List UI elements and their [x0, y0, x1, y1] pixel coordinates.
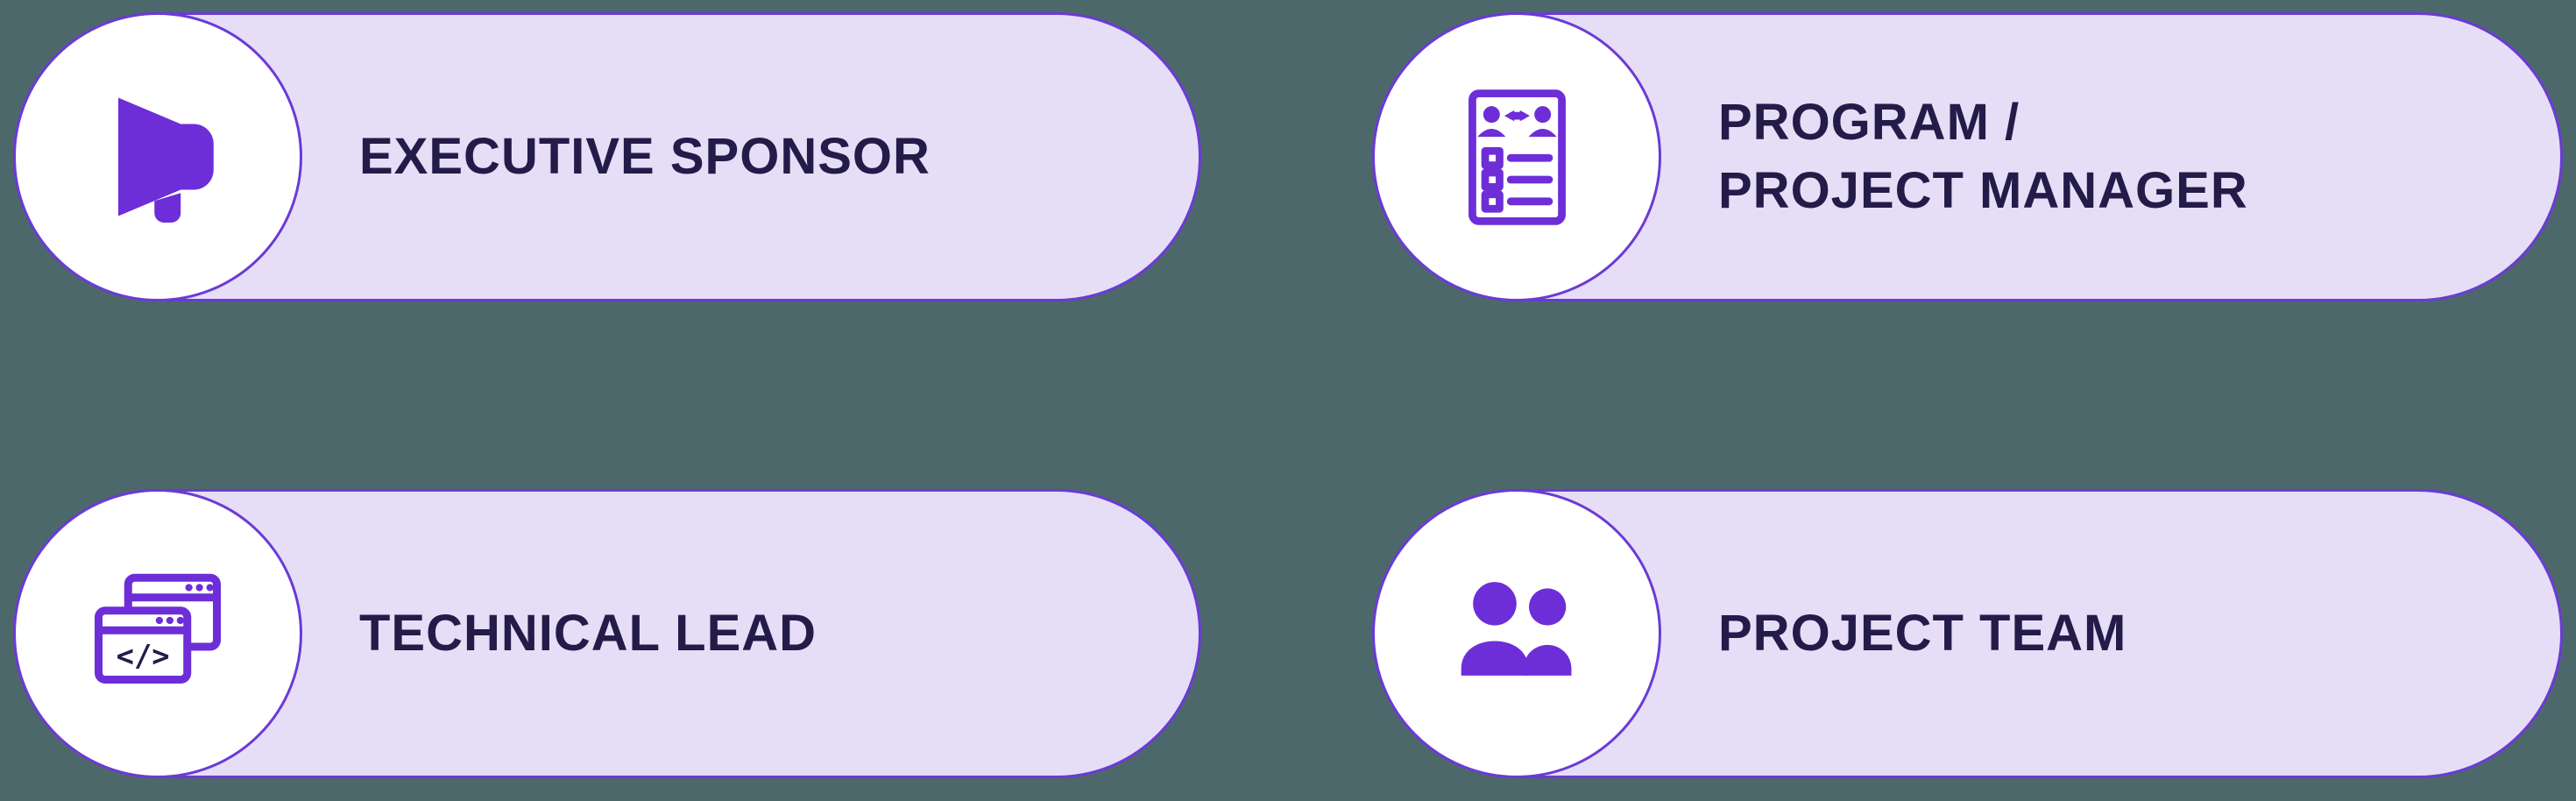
role-label-line: PROJECT MANAGER	[1718, 162, 2248, 219]
code-glyph: </>	[117, 639, 170, 673]
role-card-technical-lead: </> TECHNICAL LEAD	[13, 489, 1201, 778]
role-label: PROGRAM / PROJECT MANAGER	[1718, 89, 2248, 225]
role-card-project-team: PROJECT TEAM	[1372, 489, 2563, 778]
icon-circle	[1372, 12, 1661, 301]
icon-circle	[13, 12, 302, 301]
megaphone-icon	[118, 97, 214, 223]
code-windows-icon: </>	[95, 573, 221, 684]
role-card-executive-sponsor: EXECUTIVE SPONSOR	[13, 12, 1201, 301]
icon-circle: </>	[13, 489, 302, 778]
team-icon	[1461, 581, 1571, 676]
role-label: TECHNICAL LEAD	[359, 599, 817, 668]
role-label: PROJECT TEAM	[1718, 599, 2127, 668]
role-label-line: EXECUTIVE SPONSOR	[359, 128, 931, 185]
role-label: EXECUTIVE SPONSOR	[359, 123, 931, 191]
role-card-program-project-manager: PROGRAM / PROJECT MANAGER	[1372, 12, 2563, 301]
role-label-line: PROJECT TEAM	[1718, 605, 2127, 662]
role-label-line: TECHNICAL LEAD	[359, 605, 817, 662]
role-label-line: PROGRAM /	[1718, 94, 2020, 151]
icon-circle	[1372, 489, 1661, 778]
handover-checklist-icon	[1468, 89, 1566, 225]
